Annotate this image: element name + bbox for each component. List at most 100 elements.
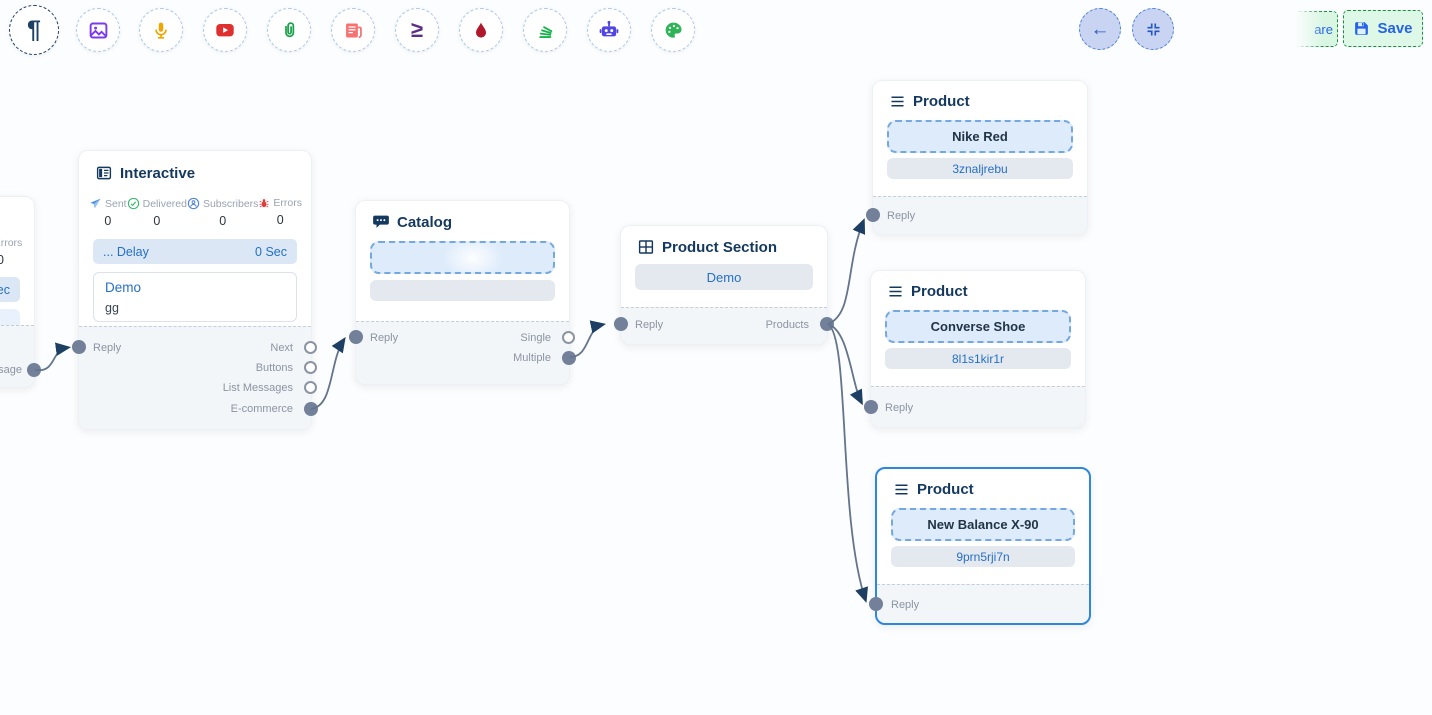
product-node-2[interactable]: Product Converse Shoe 8l1s1kir1r Reply — [864, 270, 1086, 428]
node-footer: Reply — [864, 386, 1085, 427]
tool-stack-button[interactable] — [523, 8, 567, 52]
product-code: 3znaljrebu — [952, 161, 1008, 176]
catalog-icon — [373, 215, 389, 228]
edge-products-to-product3 — [827, 323, 869, 603]
product-name-box[interactable]: Converse Shoe — [885, 310, 1071, 343]
paper-plane-icon — [90, 198, 101, 209]
fit-view-button[interactable] — [1132, 8, 1174, 50]
node-footer: Reply Next Buttons List Messages E-comme… — [72, 326, 318, 429]
tool-video-button[interactable] — [203, 8, 247, 52]
stat-value: 0 — [0, 253, 4, 267]
output-port-next[interactable] — [304, 341, 317, 354]
input-port-reply[interactable] — [349, 330, 363, 344]
back-button[interactable]: ← — [1079, 8, 1121, 50]
node-title-text: Product Section — [662, 238, 778, 256]
port-label-reply: Reply — [885, 402, 914, 414]
node-title-text: Catalog — [397, 213, 453, 231]
node-title-text: Product — [911, 283, 968, 300]
tool-image-button[interactable] — [76, 8, 120, 52]
input-port-reply[interactable] — [72, 340, 86, 354]
robot-icon — [599, 20, 619, 37]
port-label-products: Products — [765, 319, 809, 331]
input-port-reply[interactable] — [614, 317, 628, 331]
delay-value: 0 Sec — [0, 282, 10, 297]
stat-label: Errors — [0, 237, 23, 249]
node-stats: Sent 0 Delivered 0 Subscribers 0 — [89, 197, 302, 228]
product-code: 8l1s1kir1r — [951, 351, 1005, 366]
tool-drip-button[interactable] — [459, 8, 503, 52]
output-port-message[interactable] — [27, 363, 41, 377]
interactive-icon — [96, 166, 112, 180]
save-floppy-icon — [1355, 22, 1369, 35]
save-button-label: Save — [1377, 20, 1413, 37]
output-port-list-messages[interactable] — [304, 381, 317, 394]
message-content-box[interactable]: Demo gg — [93, 272, 297, 322]
port-label-reply: Reply — [635, 319, 664, 331]
port-label-buttons: Buttons — [255, 362, 293, 374]
tool-news-button[interactable] — [331, 8, 375, 52]
node-title-text: Product — [917, 481, 974, 498]
product-section-node[interactable]: Product Section Demo Reply Products — [614, 225, 834, 345]
catalog-node[interactable]: Catalog Reply Single Multiple — [349, 200, 576, 385]
partial-button[interactable]: are — [1294, 11, 1338, 47]
input-port-reply[interactable] — [864, 400, 878, 414]
output-port-buttons[interactable] — [304, 361, 317, 374]
port-label-reply: Reply — [887, 210, 916, 222]
product-name: New Balance X-90 — [927, 517, 1039, 532]
arrow-left-icon: ← — [1090, 18, 1110, 40]
newspaper-icon — [345, 23, 362, 38]
stat-value: 0 — [219, 214, 227, 228]
partial-button-label: are — [1314, 21, 1333, 37]
catalog-empty-pill[interactable] — [370, 280, 555, 301]
menu-lines-icon — [891, 96, 904, 107]
product-code-pill[interactable]: 3znaljrebu — [887, 158, 1073, 179]
port-label-list-messages: List Messages — [222, 382, 293, 394]
delay-label: ... Delay — [103, 244, 149, 259]
compress-icon — [1146, 22, 1160, 36]
stat-value: 0 — [153, 214, 161, 228]
save-button[interactable]: Save — [1343, 10, 1423, 47]
node-stats: Errors 0 — [0, 237, 24, 267]
tool-attachment-button[interactable] — [267, 8, 311, 52]
output-port-ecommerce[interactable] — [304, 402, 318, 416]
edge-multiple-to-section — [569, 320, 606, 358]
tool-bot-button[interactable] — [587, 8, 631, 52]
input-port-reply[interactable] — [866, 208, 880, 222]
product-code-pill[interactable]: 9prn5rji7n — [891, 546, 1075, 567]
output-port-products[interactable] — [820, 317, 834, 331]
output-port-multiple[interactable] — [562, 351, 576, 365]
layers-icon — [538, 25, 552, 38]
port-label-reply: Reply — [891, 599, 920, 611]
tool-text-button[interactable]: ¶ — [9, 5, 59, 55]
input-port-reply[interactable] — [869, 597, 883, 611]
section-demo-pill[interactable]: Demo — [635, 264, 813, 290]
delay-setting[interactable]: ... Delay 0 Sec — [93, 239, 297, 264]
output-port-single[interactable] — [562, 331, 575, 344]
message-node-partial[interactable]: Errors 0 0 Sec Message — [0, 196, 41, 388]
pilcrow-icon: ¶ — [27, 15, 41, 44]
product-node-1[interactable]: Product Nike Red 3znaljrebu Reply — [866, 80, 1088, 235]
product-code-pill[interactable]: 8l1s1kir1r — [885, 348, 1071, 369]
check-circle-icon — [127, 197, 139, 210]
stat-label: Subscribers — [202, 197, 259, 210]
tool-sequence-button[interactable]: ≥ — [395, 8, 439, 52]
stat-label: Sent — [105, 197, 127, 210]
edge-products-to-product1 — [827, 218, 866, 325]
interactive-node[interactable]: Interactive Sent 0 Delivered 0 — [72, 150, 318, 430]
greater-equal-icon: ≥ — [410, 17, 424, 42]
port-label-reply: Reply — [370, 332, 399, 344]
product-name-box[interactable]: Nike Red — [887, 120, 1073, 153]
grid-icon — [638, 240, 654, 254]
node-footer: Reply Single Multiple — [349, 321, 576, 384]
message-text: gg — [105, 301, 119, 315]
delay-setting[interactable]: 0 Sec — [0, 277, 20, 302]
tool-theme-button[interactable] — [651, 8, 695, 52]
catalog-input-box[interactable] — [370, 241, 555, 274]
product-name-box[interactable]: New Balance X-90 — [891, 508, 1075, 541]
product-node-3[interactable]: Product New Balance X-90 9prn5rji7n Repl… — [869, 467, 1091, 625]
product-code: 9prn5rji7n — [956, 549, 1010, 564]
tool-audio-button[interactable] — [139, 8, 183, 52]
node-title-text: Product — [913, 93, 970, 110]
edge-products-to-product2 — [827, 323, 863, 406]
